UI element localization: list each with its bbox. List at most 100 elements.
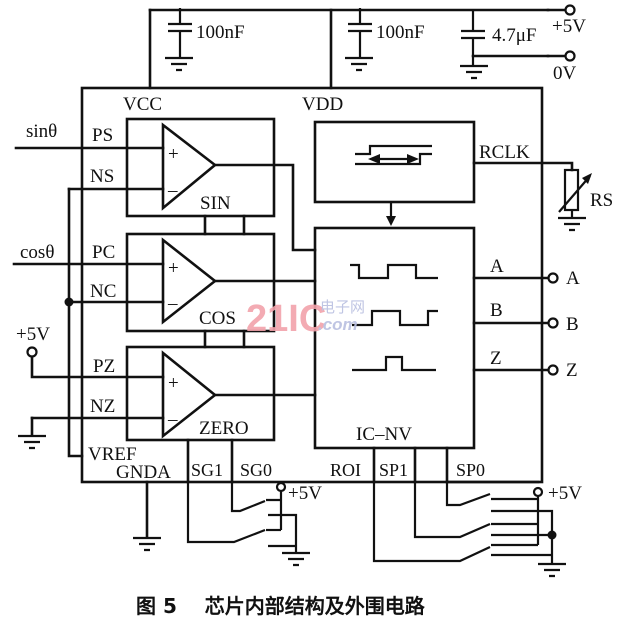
sp-pin-wires — [372, 446, 449, 484]
sg-supply-label: +5V — [288, 483, 322, 504]
plus-sign: + — [168, 258, 179, 279]
sp-switch-block: +5V — [372, 480, 582, 578]
terminal-b[interactable] — [547, 317, 559, 329]
terminal-a-label: A — [566, 268, 580, 289]
comparator-cos: + – COS — [125, 232, 317, 333]
minus-sign: – — [167, 180, 178, 201]
chip-name-label: IC–NV — [356, 424, 412, 445]
capacitor-c2: 100nF — [345, 8, 425, 72]
switch-sg0[interactable] — [230, 482, 266, 513]
pin-vref-label: VREF — [88, 444, 137, 465]
capacitor-c3: 4.7μF — [460, 10, 537, 80]
pin-nc-label: NC — [90, 281, 116, 302]
terminal-a[interactable] — [547, 272, 559, 284]
op-amp-icon — [161, 350, 218, 439]
pin-pz-label: PZ — [93, 356, 115, 377]
pin-pc-label: PC — [92, 242, 115, 263]
terminal-plus5v[interactable] — [564, 4, 576, 16]
pin-sp0-label: SP0 — [456, 460, 485, 480]
ground-icon — [558, 210, 586, 232]
op-amp-icon — [161, 237, 218, 325]
rclk-wire — [472, 161, 574, 172]
oscillator-block: RCLK — [313, 120, 574, 226]
pin-ns-label: NS — [90, 166, 114, 187]
terminal-z[interactable] — [547, 364, 559, 376]
switch-sg1[interactable] — [186, 482, 266, 544]
terminal-b-label: B — [566, 314, 579, 335]
output-a-internal-label: A — [490, 256, 504, 277]
sp-supply-label: +5V — [548, 483, 582, 504]
pin-vdd-label: VDD — [302, 94, 343, 115]
minus-sign: – — [167, 409, 178, 430]
terminal-sg-5v[interactable] — [275, 481, 287, 493]
capacitor-c3-label: 4.7μF — [492, 25, 537, 46]
comparator-cos-label: COS — [199, 308, 236, 329]
watermark-brand: 21IC — [246, 298, 326, 340]
sg-pin-wires — [186, 438, 234, 484]
minus-sign: – — [167, 293, 178, 314]
watermark-cn: 电子网 — [320, 298, 365, 316]
waveform-a-icon — [350, 263, 438, 280]
sg-switch-block: +5V — [186, 481, 322, 567]
pin-sg0-label: SG0 — [240, 460, 272, 480]
pz-supply-label: +5V — [16, 324, 50, 345]
terminal-z-label: Z — [566, 360, 578, 381]
waveform-z-icon — [352, 355, 436, 372]
terminal-plus5v-label: +5V — [552, 16, 586, 37]
comparator-zero-label: ZERO — [199, 418, 249, 439]
terminal-0v[interactable] — [564, 50, 576, 62]
capacitor-c1-label: 100nF — [196, 22, 245, 43]
comparator-link — [203, 214, 246, 236]
switch-roi[interactable] — [372, 482, 491, 563]
pz-wire — [30, 355, 165, 379]
chip-outline — [80, 86, 544, 484]
output-z-internal-label: Z — [490, 348, 502, 369]
left-input-wiring: sinθ cosθ +5V — [12, 121, 165, 458]
capacitor-c1: 100nF — [165, 8, 245, 72]
output-a: A A — [472, 256, 580, 289]
vref-bus-wire — [67, 187, 84, 458]
plus-sign: + — [168, 373, 179, 394]
terminal-sp-5v[interactable] — [532, 486, 544, 498]
comparator-zero: + – ZERO — [125, 345, 317, 442]
pin-roi-label: ROI — [330, 460, 361, 480]
sin-input-label: sinθ — [26, 121, 57, 142]
junction-dot — [64, 297, 74, 307]
power-supply-network: 100nF 100nF 4.7μF +5V 0V — [148, 4, 586, 90]
watermark-domain: .com — [318, 315, 358, 334]
resistor-rs-label: RS — [590, 190, 613, 211]
ground-icon — [282, 551, 310, 567]
pin-rclk-label: RCLK — [479, 142, 530, 163]
terminal-pz-5v[interactable] — [26, 346, 38, 358]
hysteresis-icon — [355, 144, 432, 166]
plus-sign: + — [168, 144, 179, 165]
pin-nz-label: NZ — [90, 396, 115, 417]
sin-output-wire — [213, 163, 317, 252]
cos-input-label: cosθ — [20, 242, 54, 263]
waveform-b-icon — [352, 309, 438, 327]
output-b-internal-label: B — [490, 300, 503, 321]
switch-sp1[interactable] — [413, 482, 491, 539]
switch-sp0[interactable] — [445, 482, 491, 507]
ic-nv-block: IC–NV — [313, 226, 476, 450]
capacitor-c2-label: 100nF — [376, 22, 425, 43]
comparator-sin: + – SIN — [125, 117, 317, 252]
variable-resistor-rs: RS — [558, 168, 613, 232]
pin-gnda-label: GNDA — [116, 462, 171, 483]
ground-icon — [133, 536, 161, 552]
terminal-0v-label: 0V — [553, 63, 577, 84]
ground-icon — [18, 434, 46, 450]
figure-caption: 图 5 芯片内部结构及外围电路 — [136, 594, 426, 618]
watermark: 21IC 电子网 .com — [246, 298, 365, 340]
pin-sp1-label: SP1 — [379, 460, 408, 480]
junction-dot — [547, 530, 557, 540]
pin-vcc-label: VCC — [123, 94, 162, 115]
pin-ps-label: PS — [92, 125, 113, 146]
gnda-ground — [133, 480, 161, 552]
pin-sg1-label: SG1 — [191, 460, 223, 480]
ground-icon — [538, 562, 566, 578]
output-z: Z Z — [472, 348, 578, 381]
comparator-sin-label: SIN — [200, 193, 231, 214]
comparator-link — [203, 329, 246, 349]
